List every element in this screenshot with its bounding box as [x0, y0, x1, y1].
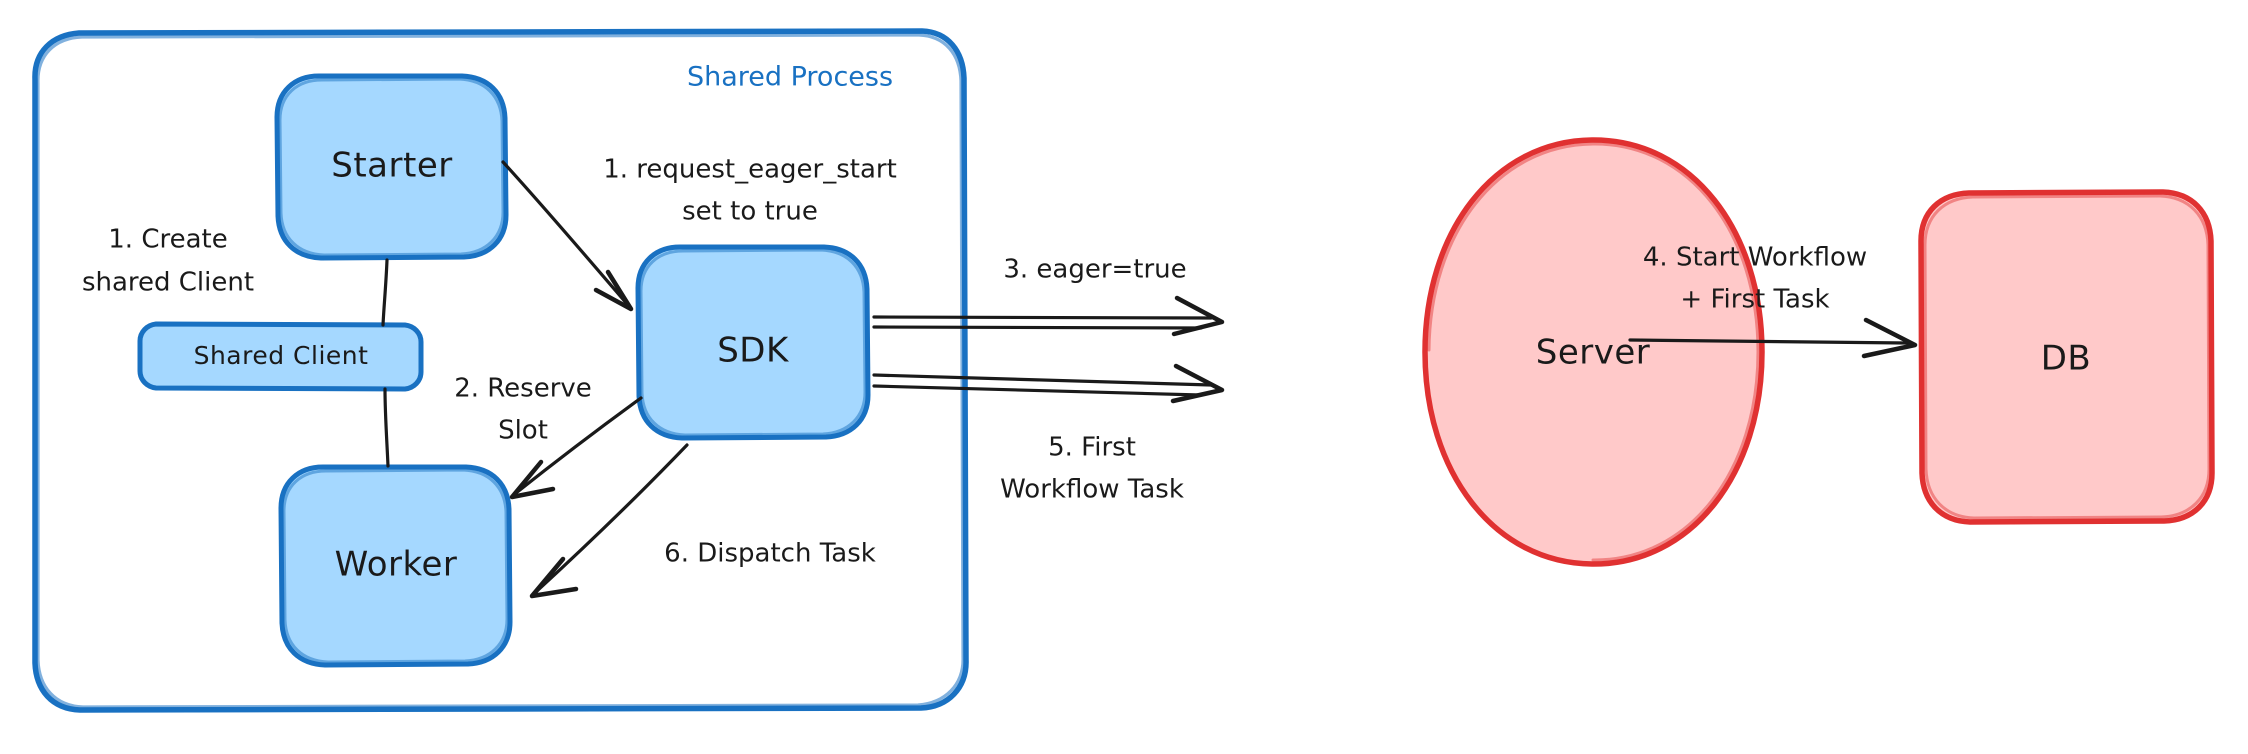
edge-label-first-workflow-task-line1: 5. First [1048, 433, 1136, 463]
shared-client-shape [137, 321, 424, 392]
edge-shared-client-worker-line [383, 387, 390, 468]
edge-reserve-slot: 2. Reserve Slot [454, 374, 643, 500]
node-label-sdk: SDK [717, 331, 790, 371]
edge-label-eager-true: 3. eager=true [1003, 255, 1186, 285]
starter-shape-overlay [278, 77, 505, 257]
edge-label-dispatch-task-line1: 6. Dispatch Task [664, 539, 876, 569]
edge-label-start-workflow-line2: + First Task [1680, 285, 1829, 315]
node-server[interactable]: Server [1422, 137, 1765, 567]
edge-request-eager-start: 1. request_eager_start set to true [501, 155, 897, 312]
edge-eager-true: 3. eager=true [872, 255, 1225, 337]
node-label-db: DB [2041, 339, 2092, 379]
edge-create-shared-client: 1. Create shared Client [82, 225, 389, 327]
edge-dispatch-task-arrowhead [529, 556, 579, 599]
worker-shape [278, 464, 513, 668]
edge-start-workflow: 4. Start Workflow + First Task [1628, 243, 1918, 359]
edge-dispatch-task: 6. Dispatch Task [529, 443, 876, 599]
edge-start-workflow-arrowhead [1861, 317, 1918, 359]
sdk-shape [635, 244, 871, 441]
db-shape [1918, 189, 2215, 525]
starter-shape [274, 73, 509, 261]
server-shape-overlay [1427, 142, 1760, 562]
shared-process-border-overlay [36, 33, 965, 709]
edge-shared-client-worker [383, 387, 390, 468]
shared-process-border [32, 28, 969, 713]
edge-request-eager-start-line [501, 160, 629, 306]
edge-start-workflow-line [1628, 338, 1910, 345]
edge-reserve-slot-arrowhead [509, 459, 556, 500]
edge-label-create-shared-client-line1: 1. Create [108, 225, 227, 255]
edge-reserve-slot-line [514, 396, 643, 495]
db-shape-overlay [1923, 194, 2211, 520]
node-sdk[interactable]: SDK [635, 244, 871, 441]
edge-request-eager-start-arrowhead [593, 269, 634, 312]
edge-label-request-eager-start-line1: 1. request_eager_start [603, 155, 897, 185]
edge-label-reserve-slot-line2: Slot [498, 416, 548, 446]
edge-label-request-eager-start-line2: set to true [682, 197, 818, 227]
edge-eager-true-line-double [872, 325, 1203, 330]
edge-label-start-workflow-line1: 4. Start Workflow [1643, 243, 1867, 273]
sdk-shape-overlay [639, 248, 867, 437]
edge-first-workflow-task-line-double [872, 384, 1202, 397]
group-shared-process: Shared Process [32, 28, 969, 713]
node-worker[interactable]: Worker [278, 464, 513, 668]
edge-label-reserve-slot-line1: 2. Reserve [454, 374, 592, 404]
edge-label-first-workflow-task-line2: Workflow Task [1000, 475, 1184, 505]
edge-eager-true-line [872, 315, 1213, 320]
node-db[interactable]: DB [1918, 189, 2215, 525]
edge-first-workflow-task-arrowhead [1170, 363, 1225, 404]
edge-eager-true-arrowhead [1171, 295, 1225, 337]
node-label-worker: Worker [335, 545, 458, 585]
node-starter[interactable]: Starter [274, 73, 509, 261]
edge-dispatch-task-line [535, 443, 689, 593]
node-label-shared-client: Shared Client [194, 341, 369, 370]
edge-create-shared-client-line [381, 258, 389, 327]
group-label-shared-process: Shared Process [687, 62, 893, 93]
node-shared-client[interactable]: Shared Client [137, 321, 424, 392]
edge-first-workflow-task-line [872, 373, 1213, 387]
edge-first-workflow-task: 5. First Workflow Task [872, 363, 1225, 505]
server-shape [1422, 137, 1765, 567]
edge-label-create-shared-client-line2: shared Client [82, 268, 254, 298]
worker-shape-overlay [282, 468, 509, 664]
node-label-starter: Starter [331, 146, 452, 186]
